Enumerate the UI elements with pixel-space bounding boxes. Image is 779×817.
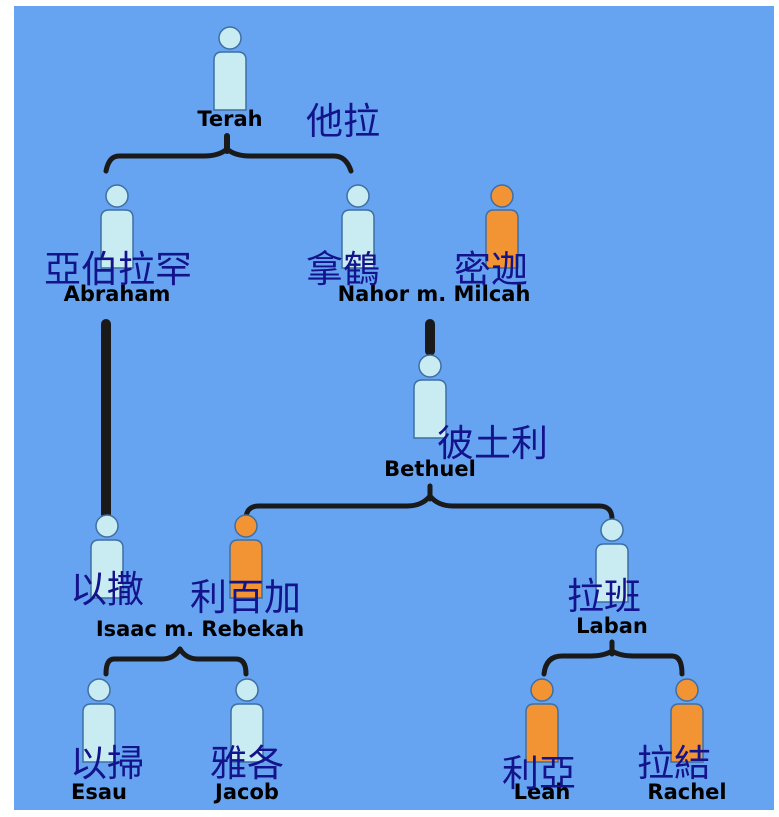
label-en-isaac-rebekah: Isaac m. Rebekah xyxy=(96,617,304,641)
figure-body-terah xyxy=(213,51,247,111)
figure-body-rachel xyxy=(670,703,704,763)
label-zh-jacob: 雅各 xyxy=(210,742,284,785)
person-figure-rebekah-icon xyxy=(229,514,263,599)
figure-body-esau xyxy=(82,703,116,763)
figure-body-bethuel xyxy=(413,379,447,439)
connector-isaac-esau xyxy=(103,646,183,677)
person-figure-bethuel-icon xyxy=(413,354,447,439)
label-en-esau: Esau xyxy=(71,780,127,804)
label-en-nahor-milcah: Nahor m. Milcah xyxy=(338,282,531,306)
figures xyxy=(82,26,704,763)
family-tree-diagram: Terah Abraham Nahor m. Milcah Bethuel Is… xyxy=(14,6,774,810)
person-figure-esau-icon xyxy=(82,678,116,763)
figure-body-nahor xyxy=(341,209,375,269)
labels-zh: 他拉 亞伯拉罕 拿鶴 密迦 彼土利 以撒 利百加 拉班 以掃 雅各 利亞 拉結 xyxy=(44,100,711,795)
figure-head-rebekah xyxy=(234,514,258,538)
label-zh-terah: 他拉 xyxy=(306,100,380,143)
figure-body-isaac xyxy=(90,539,124,599)
figure-head-milcah xyxy=(490,184,514,208)
connector-laban-leah xyxy=(541,648,615,677)
label-en-terah: Terah xyxy=(197,107,262,131)
figure-head-esau xyxy=(87,678,111,702)
figure-head-laban xyxy=(600,518,624,542)
person-figure-terah-icon xyxy=(213,26,247,111)
person-figure-milcah-icon xyxy=(485,184,519,269)
connector-laban-rachel xyxy=(609,648,685,677)
labels-en: Terah Abraham Nahor m. Milcah Bethuel Is… xyxy=(64,107,727,804)
connector-bethuel-laban xyxy=(427,493,615,522)
label-en-laban: Laban xyxy=(576,614,648,638)
figure-head-isaac xyxy=(95,514,119,538)
figure-body-leah xyxy=(525,703,559,763)
figure-head-nahor xyxy=(346,184,370,208)
figure-body-abraham xyxy=(100,209,134,269)
label-zh-rachel: 拉結 xyxy=(637,742,711,785)
person-figure-abraham-icon xyxy=(100,184,134,269)
label-en-rachel: Rachel xyxy=(647,780,726,804)
figure-body-milcah xyxy=(485,209,519,269)
person-figure-nahor-icon xyxy=(341,184,375,269)
label-zh-abraham: 亞伯拉罕 xyxy=(44,248,192,291)
figure-body-laban xyxy=(595,543,629,603)
figure-head-jacob xyxy=(235,678,259,702)
figure-head-abraham xyxy=(105,184,129,208)
person-figure-jacob-icon xyxy=(230,678,264,763)
figure-body-jacob xyxy=(230,703,264,763)
label-zh-milcah: 密迦 xyxy=(454,248,528,291)
figure-head-rachel xyxy=(675,678,699,702)
label-zh-nahor: 拿鶴 xyxy=(306,248,380,291)
person-figure-rachel-icon xyxy=(670,678,704,763)
figure-body-rebekah xyxy=(229,539,263,599)
label-zh-isaac: 以撒 xyxy=(70,568,144,611)
diagram-background xyxy=(14,6,774,810)
person-figure-laban-icon xyxy=(595,518,629,603)
connectors xyxy=(101,133,685,677)
person-figure-leah-icon xyxy=(525,678,559,763)
label-en-leah: Leah xyxy=(514,780,571,804)
figure-head-leah xyxy=(530,678,554,702)
figure-head-terah xyxy=(218,26,242,50)
connector-terah-abraham xyxy=(103,146,230,174)
label-zh-leah: 利亞 xyxy=(502,752,576,795)
label-en-bethuel: Bethuel xyxy=(384,457,476,481)
connector-isaac-jacob xyxy=(177,646,249,677)
figure-head-bethuel xyxy=(418,354,442,378)
connector-terah-nahor xyxy=(224,146,354,174)
label-zh-laban: 拉班 xyxy=(567,575,641,618)
label-zh-esau: 以掃 xyxy=(70,742,144,785)
label-zh-rebekah: 利百加 xyxy=(190,576,301,619)
family-tree-canvas: Terah Abraham Nahor m. Milcah Bethuel Is… xyxy=(14,6,774,810)
connector-bethuel-rebekah xyxy=(243,493,433,522)
label-en-jacob: Jacob xyxy=(213,780,279,804)
person-figure-isaac-icon xyxy=(90,514,124,599)
label-zh-bethuel: 彼土利 xyxy=(437,422,548,465)
label-en-abraham: Abraham xyxy=(64,282,171,306)
